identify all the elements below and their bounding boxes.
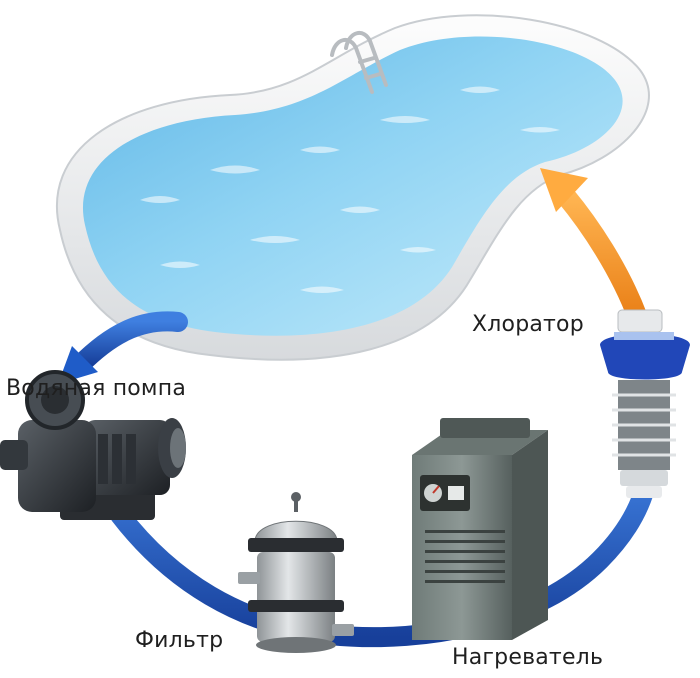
pool-ladder-icon bbox=[330, 31, 388, 94]
heater-label: Нагреватель bbox=[452, 645, 604, 670]
water-pump-icon bbox=[0, 370, 186, 520]
cartridge-filter-icon bbox=[238, 492, 354, 653]
salt-chlorinator-icon bbox=[600, 309, 690, 498]
pump-label: Водяная помпа bbox=[6, 376, 186, 401]
chlorinator-label: Хлоратор bbox=[472, 312, 584, 337]
return-arrow bbox=[540, 168, 648, 328]
circulation-pipe bbox=[110, 450, 660, 648]
pool-to-pump-pipe bbox=[70, 311, 188, 375]
pool-heater-icon bbox=[412, 418, 548, 640]
filter-label: Фильтр bbox=[135, 628, 224, 653]
pool-icon bbox=[55, 14, 650, 361]
